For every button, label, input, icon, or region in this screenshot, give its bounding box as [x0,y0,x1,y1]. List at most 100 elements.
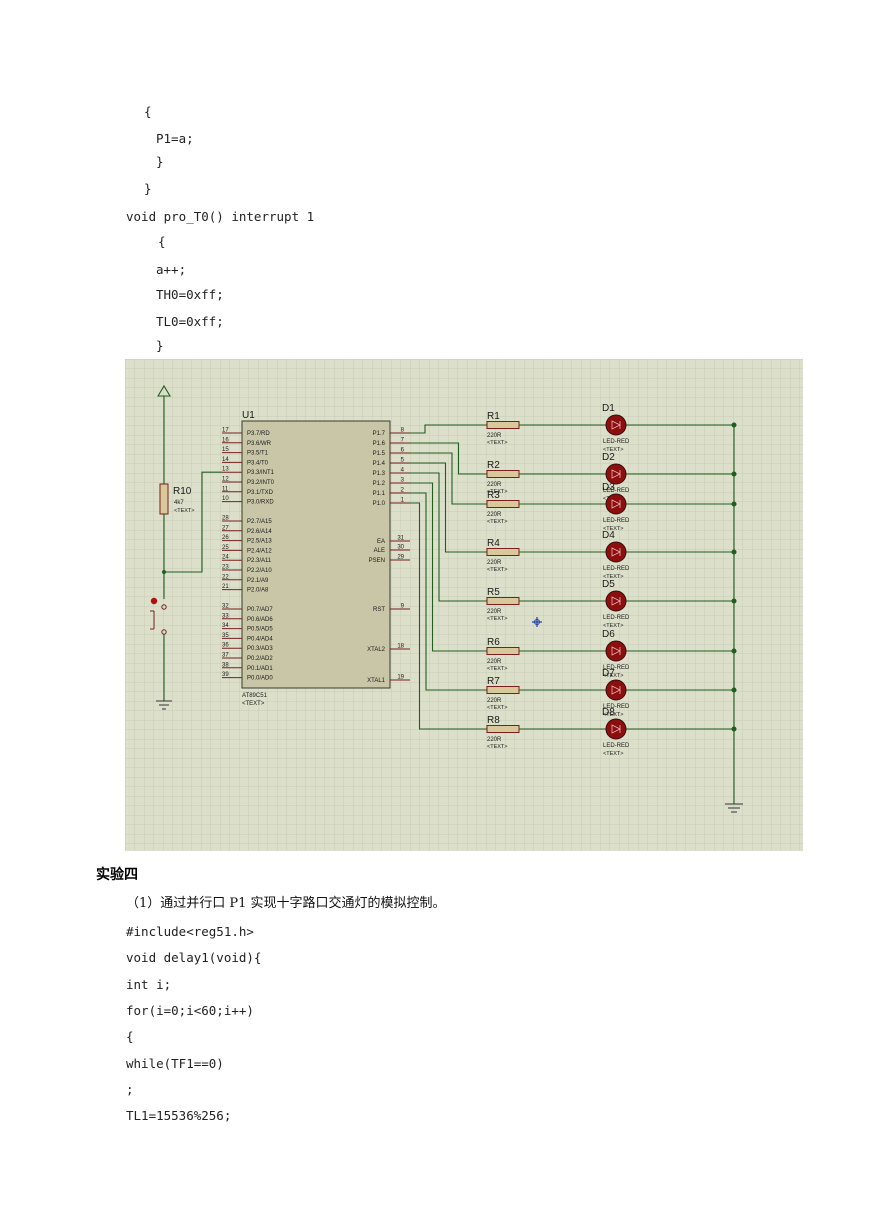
resistor-text-placeholder: <TEXT> [487,744,507,750]
cursor-crosshair-icon [532,617,542,627]
task-description: （1）通过并行口 P1 实现十字路口交通灯的模拟控制。 [126,896,446,911]
chip-pin-name: P3.0/RXD [247,500,274,506]
led-value: LED-RED [603,518,630,524]
chip-pin-number: 39 [222,672,229,678]
chip-text-placeholder: <TEXT> [242,701,265,707]
chip-pin-number: 14 [222,457,229,463]
chip-pin-number: 18 [397,644,404,650]
code-line: void pro_T0() interrupt 1 [126,209,315,224]
led-value: LED-RED [603,566,630,572]
chip-pin-number: 12 [222,477,229,483]
reset-circuit: R10 4k7 <TEXT> [150,384,222,710]
chip-pin-number: 15 [222,447,229,453]
led-reference: D5 [602,579,615,590]
code-line: TL1=15536%256; [126,1108,232,1124]
led-value: LED-RED [603,488,630,494]
resistor-reference: R7 [487,676,500,687]
chip-pin-name: P2.3/A11 [247,558,272,564]
code-line: TH0=0xff; [156,287,224,302]
resistor-r10-text-placeholder: <TEXT> [174,508,194,514]
chip-pin-name: P0.5/AD5 [247,627,273,633]
wire-p1-to-resistor [410,472,487,602]
chip-pin-number: 5 [401,458,405,464]
chip-pin-number: 26 [222,535,229,541]
resistor-text-placeholder: <TEXT> [487,705,507,711]
led-diode-symbol [611,420,621,430]
resistor-body [486,597,520,605]
chip-pin-name: P2.7/A15 [247,519,272,525]
chip-part-name: AT89C51 [242,693,268,699]
resistor-reference: R3 [487,490,500,501]
chip-pin-name: EA [377,539,385,545]
chip-pin-number: 37 [222,653,229,659]
led-icon [605,640,627,662]
chip-pin-name: P1.4 [373,461,386,467]
code-line: { [126,1029,134,1045]
led-text-placeholder: <TEXT> [603,447,623,453]
wire-p1-to-resistor [410,502,487,730]
led-reference: D6 [602,629,615,640]
resistor-body [486,647,520,655]
led-text-placeholder: <TEXT> [603,623,623,629]
led-diode-symbol [611,596,621,606]
resistor-r10-body [159,483,169,515]
chip-pin-number: 34 [222,623,229,629]
chip-pin-name: XTAL1 [367,678,386,684]
resistor-reference: R4 [487,538,500,549]
chip-pin-number: 3 [401,478,405,484]
led-diode-symbol [611,646,621,656]
chip-pin-name: P3.6/WR [247,441,272,447]
chip-pin-name: P1.2 [373,481,386,487]
chip-pin-name: P2.5/A13 [247,539,272,545]
resistor-body [486,548,520,556]
resistor-body [486,500,520,508]
code-line: while(TF1==0) [126,1055,224,1071]
chip-body [241,420,391,689]
led-icon [605,541,627,563]
wire-p1-to-resistor [410,492,487,691]
chip-pin-number: 21 [222,584,229,590]
led-value: LED-RED [603,615,630,621]
chip-pin-name: RST [373,607,385,613]
pushbutton-contact [161,604,167,610]
code-line: P1=a; [156,131,194,146]
led-text-placeholder: <TEXT> [603,751,623,757]
schematic-grid [125,359,803,851]
resistor-array: R1220R<TEXT>R2220R<TEXT>R3220R<TEXT>R422… [486,411,520,750]
pushbutton-indicator-icon [150,597,158,605]
chip-pin-name: P0.4/AD4 [247,636,273,642]
code-line: ; [126,1081,134,1097]
chip-pin-number: 30 [397,545,404,551]
code-line: for(i=0;i<60;i++) [126,1002,254,1018]
ground-symbol-right [725,803,743,813]
resistor-reference: R2 [487,460,500,471]
chip-pin-name: P0.6/AD6 [247,617,273,623]
chip-pin-number: 25 [222,545,229,551]
led-array: D1LED-RED<TEXT>D2LED-RED<TEXT>D3LED-RED<… [602,403,630,757]
resistor-r10-reference: R10 [173,486,192,497]
chip-pin-number: 6 [401,448,405,454]
chip-pin-name: P0.7/AD7 [247,607,273,613]
led-reference: D8 [602,707,615,718]
chip-pin-number: 22 [222,574,229,580]
chip-pin-number: 17 [222,428,229,434]
resistor-value: 220R [487,737,502,743]
pushbutton-actuator [150,610,155,630]
led-reference: D3 [602,482,615,493]
power-arrow-icon [157,384,171,484]
resistor-value: 220R [487,609,502,615]
led-text-placeholder: <TEXT> [603,673,623,679]
led-value: LED-RED [603,743,630,749]
resistor-text-placeholder: <TEXT> [487,519,507,525]
resistor-r10-value: 4k7 [174,500,184,506]
led-diode-symbol [611,499,621,509]
led-reference: D7 [602,668,615,679]
code-line: void delay1(void){ [126,950,262,966]
led-reference: D4 [602,530,615,541]
chip-pin-name: P1.6 [373,441,386,447]
wire-p1-to-resistor [410,424,487,434]
code-line: { [158,234,166,249]
resistor-reference: R6 [487,637,500,648]
wire-junction [162,570,166,574]
resistor-reference: R8 [487,715,500,726]
